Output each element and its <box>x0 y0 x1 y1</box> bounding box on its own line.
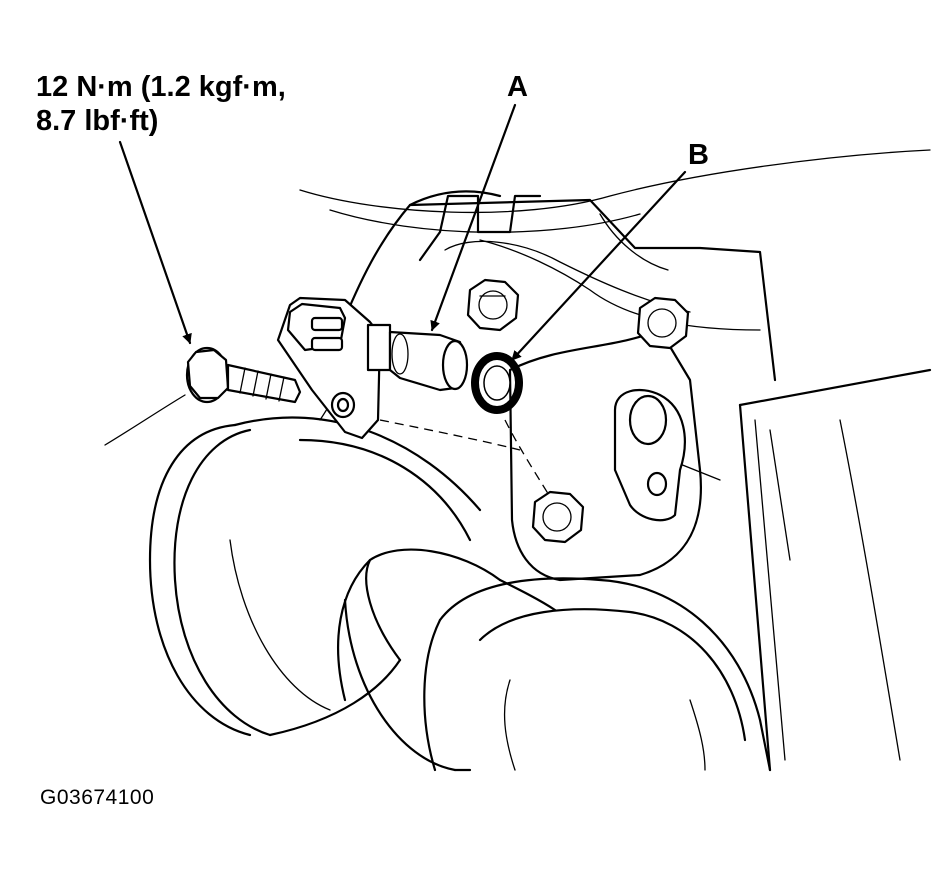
b-leader-arrow <box>510 170 687 362</box>
harness-wire <box>104 394 186 446</box>
sensor-body <box>276 296 469 440</box>
o-ring <box>471 352 523 414</box>
callout-label-a: A <box>507 71 528 103</box>
callout-label-b: B <box>688 139 709 171</box>
torque-leader-arrow <box>118 140 192 345</box>
sensor-mounting-boss <box>613 388 686 522</box>
flange-bolt <box>185 346 302 404</box>
torque-spec-line-1: 12 N·m (1.2 kgf·m, <box>36 71 286 103</box>
block-bolt-upper-right <box>636 296 690 350</box>
pulley-assembly <box>148 416 772 772</box>
torque-spec-line-2: 8.7 lbf·ft) <box>36 105 159 137</box>
side-cover <box>738 368 932 772</box>
figure-id: G03674100 <box>40 786 155 809</box>
engine-block-background <box>299 149 931 421</box>
block-bolt-upper-left <box>466 278 520 332</box>
block-bolt-lower <box>531 490 585 544</box>
a-leader-arrow <box>430 103 517 332</box>
